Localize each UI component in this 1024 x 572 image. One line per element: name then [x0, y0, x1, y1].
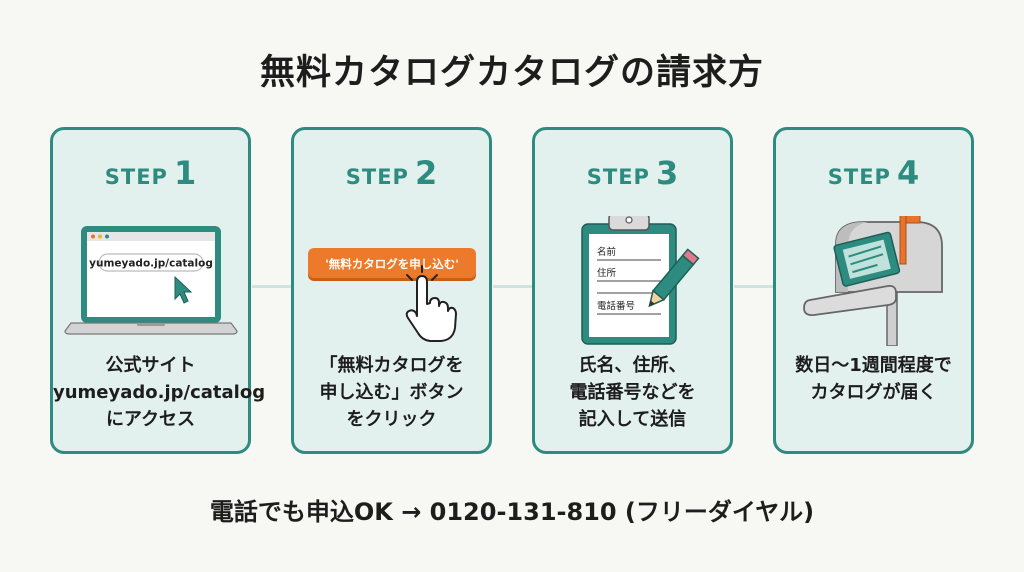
page-title: 無料カタログカタログの請求方 — [259, 53, 764, 93]
connector-line — [252, 285, 292, 288]
button-illustration: '無料カタログを申し込む' — [308, 248, 476, 342]
catalog-icon — [833, 231, 901, 287]
step-description: 公式サイト yumeyado.jp/catalog にアクセス — [53, 355, 266, 430]
pencil-icon — [648, 248, 700, 308]
step-label: STEP — [104, 165, 168, 189]
clipboard-icon: 名前 住所 電話番号 — [581, 216, 700, 345]
step-label: STEP — [345, 165, 409, 189]
step-number: 3 — [655, 154, 679, 192]
click-spark-icon — [406, 265, 438, 281]
step-number: 2 — [414, 154, 438, 192]
url-bar-text: yumeyado.jp/catalog — [89, 258, 213, 270]
phone-info: 電話でも申込OK → 0120-131-810 (フリーダイヤル) — [209, 498, 815, 526]
apply-button-text: '無料カタログを申し込む' — [325, 257, 459, 271]
cursor-icon — [174, 275, 193, 304]
laptop-icon: yumeyado.jp/catalog — [64, 226, 238, 335]
connector-line — [734, 285, 774, 288]
mailbox-icon — [803, 216, 943, 346]
step-label: STEP — [586, 165, 650, 189]
form-field-name: 名前 — [597, 246, 616, 258]
step-number: 1 — [173, 154, 197, 192]
form-field-address: 住所 — [597, 267, 617, 279]
form-field-phone: 電話番号 — [597, 300, 635, 312]
step-number: 4 — [896, 154, 920, 192]
step-description: 氏名、住所、 電話番号などを 記入して送信 — [569, 355, 696, 430]
step-label: STEP — [827, 165, 891, 189]
step-description: 数日〜1週間程度で カタログが届く — [795, 355, 952, 403]
step-description: 「無料カタログを 申し込む」ボタン をクリック — [319, 355, 464, 430]
connector-line — [493, 285, 533, 288]
hand-pointer-icon — [405, 275, 457, 342]
